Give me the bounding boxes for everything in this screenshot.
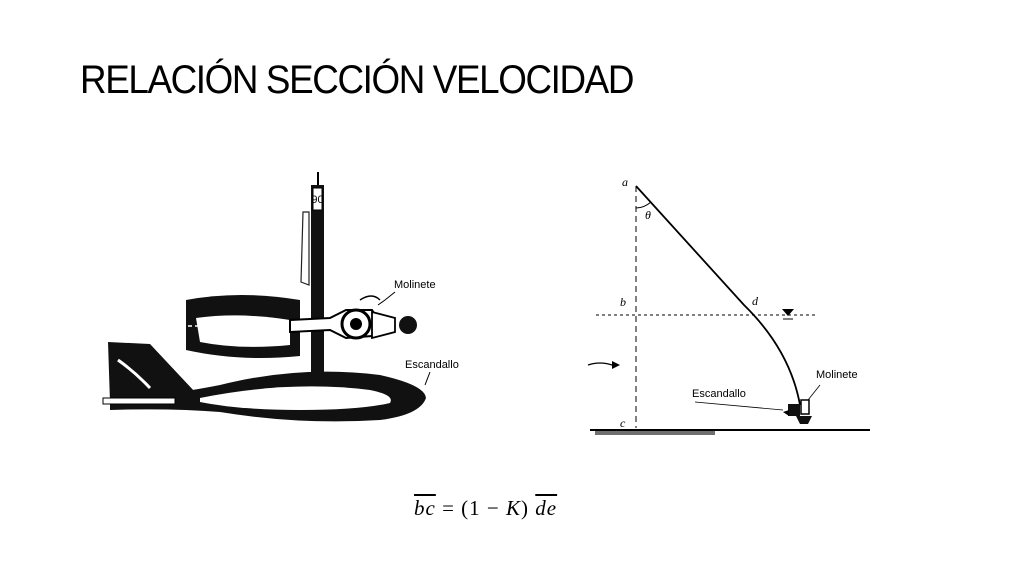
weight-fin: [108, 342, 195, 402]
fin-highlight: [117, 358, 152, 390]
bed-hatching: [595, 431, 715, 435]
cable-drift-diagram: a θ b d c Molinete Escandallo: [587, 175, 870, 435]
label-molinete-left: Molinete: [394, 279, 436, 291]
label-escandallo-right: Escandallo: [692, 388, 746, 400]
weight-tip: [783, 410, 789, 416]
formula-k: K: [506, 496, 522, 520]
formula-close: ): [521, 496, 536, 520]
suspension-rod: [311, 185, 324, 373]
point-b: b: [620, 295, 626, 309]
rod-label-plate: [312, 187, 323, 211]
formula-bc: bc: [414, 496, 436, 520]
flow-arrow: [587, 362, 613, 366]
theta-arc: [635, 201, 652, 209]
tail-vane-highlight: [196, 315, 290, 347]
formula-middle: = (1 −: [435, 496, 507, 520]
molinete-leader-right: [807, 384, 821, 401]
rod-marking: 90: [311, 194, 323, 206]
water-level-marker: [782, 309, 794, 316]
escandallo-leader: [424, 371, 431, 386]
weight-base-plate: [102, 397, 176, 405]
current-meter-illustration: 90 Molinete Escandallo: [102, 172, 459, 422]
weight-base: [796, 416, 812, 424]
formula-de: de: [535, 496, 558, 520]
point-d: d: [752, 294, 759, 308]
meter-hub-center: [350, 318, 362, 330]
rod-tag: [300, 211, 310, 286]
propeller: [399, 316, 417, 334]
weight-block: [788, 404, 800, 416]
molinete-leader: [377, 291, 396, 306]
point-a: a: [622, 175, 628, 189]
suspension-cable: [635, 185, 801, 406]
escandallo-leader-right: [694, 401, 784, 411]
propeller-cone: [371, 310, 396, 340]
weight-highlight: [200, 386, 391, 410]
slide-title: RELACIÓN SECCIÓN VELOCIDAD: [80, 58, 634, 102]
angle-theta: θ: [645, 208, 651, 222]
label-escandallo-left: Escandallo: [405, 359, 459, 371]
meter-block: [800, 399, 810, 415]
cable-correction-formula: bc = (1 − K) de: [414, 496, 557, 521]
label-molinete-right: Molinete: [816, 369, 858, 381]
flow-arrow-head: [612, 361, 620, 369]
contact-wire: [359, 295, 381, 301]
point-c: c: [620, 416, 626, 430]
